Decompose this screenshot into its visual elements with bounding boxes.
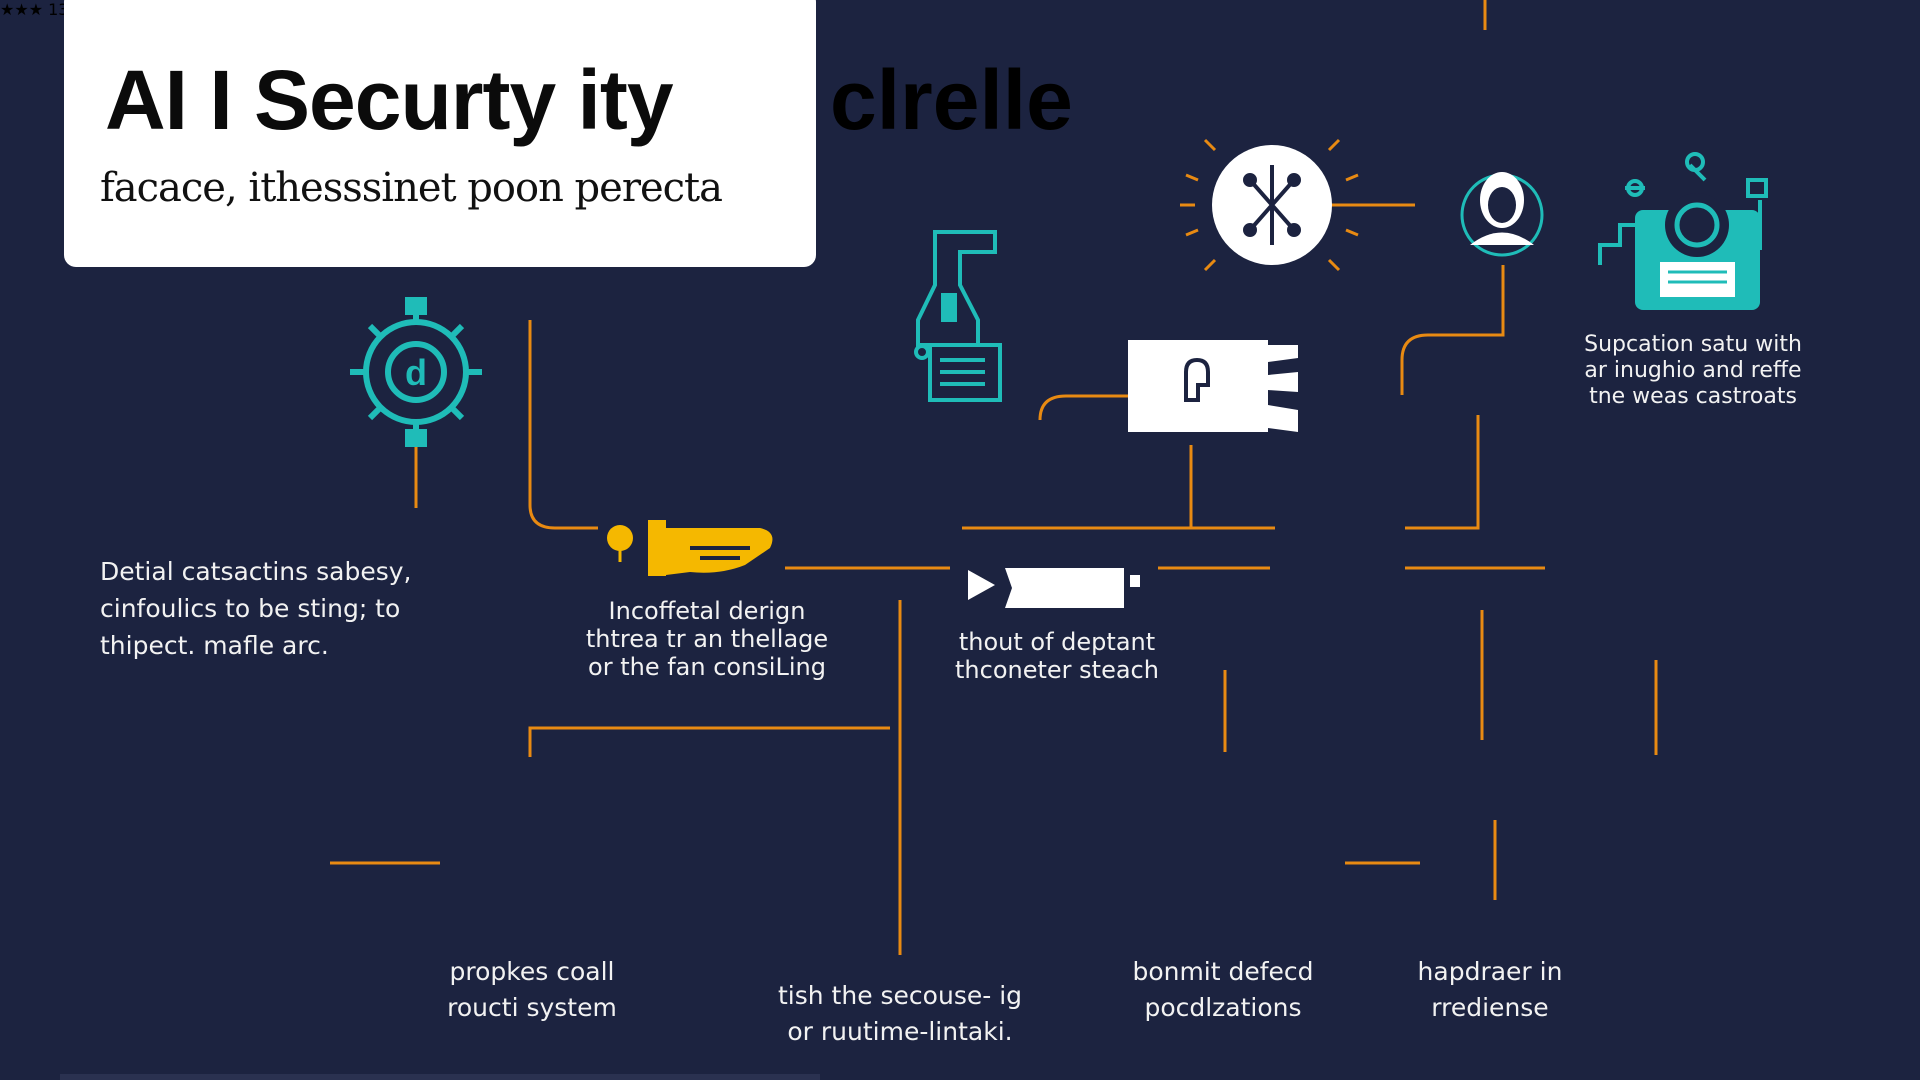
- arrow-caption: thout of deptant thconeter steach: [955, 628, 1159, 684]
- page-title-suffix: clrelle: [830, 53, 1073, 147]
- title-card: [64, 0, 816, 267]
- caption-line: or ruutime-lintaki.: [787, 1017, 1013, 1046]
- warning-triangle-icon: 13: [48, 0, 68, 19]
- caption-line: Supcation satu with: [1584, 332, 1802, 357]
- warning-badge-number: 13: [48, 0, 69, 19]
- shield-caption: propkes coall roucti system: [447, 954, 617, 1026]
- page-title: AI I Securty ity: [105, 53, 674, 147]
- desc-line: Detial catsactins sabesy,: [100, 557, 412, 586]
- laptop-caption: Supcation satu with ar inughio and reffe…: [1584, 332, 1802, 410]
- yellow-shield-badge-icon: ★★★: [0, 0, 44, 19]
- caption-line: tish the secouse- ig: [777, 981, 1023, 1010]
- caption-line: bonmit defecd: [1132, 957, 1314, 986]
- caption-line: Incoffetal derign: [608, 597, 806, 625]
- keyhole-box-icon: [1128, 340, 1298, 432]
- left-description: Detial catsactins sabesy, cinfoulics to …: [100, 553, 411, 664]
- lab-device-icon: [914, 230, 1002, 402]
- teal-laptop-icon: [1598, 152, 1768, 310]
- sun-network-icon: [1180, 138, 1364, 272]
- caption-line: ar inughio and reffe: [1584, 358, 1802, 383]
- desc-line: cinfoulics to be sting; to: [100, 594, 401, 623]
- network-gear-icon: d: [350, 297, 482, 447]
- hand-icon: [607, 520, 773, 576]
- caption-line: thconeter steach: [955, 656, 1159, 684]
- caption-line: propkes coall: [449, 957, 615, 986]
- connector-lines: [330, 0, 1658, 955]
- caption-line: or the fan consiLing: [588, 653, 826, 681]
- caption-line: hapdraer in: [1417, 957, 1563, 986]
- bottom-divider: [60, 1074, 820, 1080]
- caption-line: rrediense: [1431, 993, 1549, 1022]
- page-subtitle: facace, ithesssinet poon perecta: [100, 165, 723, 211]
- globe-caption: hapdraer in rrediense: [1418, 954, 1563, 1026]
- caption-line: tne weas castroats: [1589, 384, 1797, 409]
- caption-line: roucti system: [447, 993, 617, 1022]
- caption-line: thtrea tr an thellage: [585, 625, 829, 653]
- desc-line: thipect. mafle arc.: [100, 631, 329, 660]
- robot-caption: bonmit defecd pocdlzations: [1132, 954, 1313, 1026]
- lock-caption: tish the secouse- ig or ruutime-lintaki.: [778, 978, 1022, 1050]
- svg-text:d: d: [405, 352, 427, 393]
- caption-line: thout of deptant: [958, 628, 1156, 656]
- hand-caption: Incoffetal derign thtrea tr an thellage …: [586, 597, 828, 681]
- play-arrow-box-icon: [968, 568, 1140, 608]
- caption-line: pocdlzations: [1144, 993, 1302, 1022]
- hacker-avatar-icon: [1460, 172, 1544, 257]
